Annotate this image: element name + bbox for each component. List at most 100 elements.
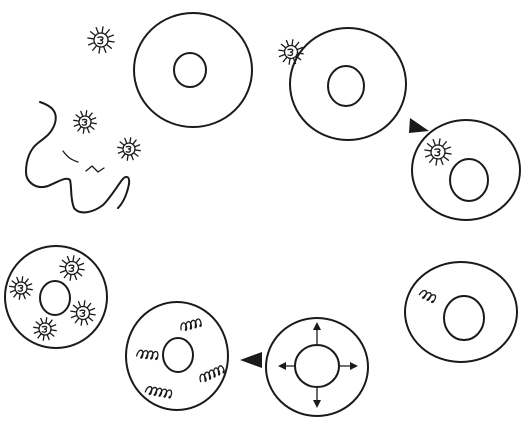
virus-spike <box>135 150 140 151</box>
cell-membrane <box>290 28 406 140</box>
virus-spike <box>445 153 451 154</box>
cell-nucleus <box>444 296 484 340</box>
virus-particle <box>10 277 33 300</box>
virus-genome <box>42 326 46 332</box>
tissue-outline <box>26 102 129 212</box>
virus-particle <box>60 256 84 280</box>
virus-spike <box>89 43 95 45</box>
virus-spike <box>46 318 47 323</box>
virus-spike <box>61 270 66 272</box>
virus-spike <box>76 258 80 263</box>
virus-spike <box>23 294 25 299</box>
virus-spike <box>77 272 82 276</box>
virus-spike <box>71 311 77 312</box>
virus-spike <box>441 159 443 165</box>
tissue-fragment <box>86 166 104 172</box>
cell-nucleus <box>328 66 364 106</box>
virus-spike <box>64 273 68 278</box>
virus-spike <box>19 294 20 299</box>
virus-spike <box>70 274 71 280</box>
virus-spike <box>27 289 32 290</box>
virus-spike <box>426 155 432 157</box>
virus-spike <box>91 32 96 36</box>
virus-spike <box>443 156 448 160</box>
virus-spike <box>105 30 109 35</box>
virus-spike <box>279 50 285 51</box>
virus-spike <box>283 57 287 62</box>
virus-spike <box>36 322 40 325</box>
virus-spike <box>78 127 81 131</box>
virus-spike <box>125 138 127 143</box>
virus-genome <box>435 149 440 156</box>
virus-spike <box>34 327 39 328</box>
virus-genome <box>80 310 85 316</box>
virus-spike <box>425 150 431 151</box>
virus-spike <box>25 279 28 283</box>
virus-spike <box>88 317 93 321</box>
virus-spike <box>286 41 288 46</box>
virus-spike <box>281 44 286 48</box>
cell-membrane <box>5 246 107 348</box>
virus-spike <box>81 319 82 325</box>
virus-spike <box>89 308 94 310</box>
virus-spike <box>50 333 54 336</box>
arrow-head <box>409 118 429 133</box>
virus-spike <box>74 274 76 279</box>
virus-spike <box>73 256 74 262</box>
virus-spike <box>10 290 15 292</box>
cell-dna-integration <box>405 262 517 362</box>
virus-spike <box>78 263 83 265</box>
expansion-arrows <box>278 322 358 408</box>
arrow-head <box>240 352 262 368</box>
virus-spike <box>27 284 32 286</box>
virus-spike <box>120 142 124 145</box>
virus-spike <box>75 318 79 323</box>
virus-spike <box>83 128 84 133</box>
virus-spike <box>91 123 96 124</box>
virus-genome <box>126 146 130 152</box>
virus-spike <box>34 331 39 333</box>
virus-spike <box>88 38 94 39</box>
virus-particle <box>71 301 95 325</box>
virus-spike <box>442 142 446 147</box>
virus-spike <box>22 277 23 282</box>
virus-spike <box>131 155 133 160</box>
virus-genome <box>288 49 293 55</box>
virus-spike <box>76 115 80 118</box>
virus-spike <box>295 42 299 47</box>
dna-coil <box>145 386 172 398</box>
virus-spike <box>47 335 49 340</box>
virus-spike <box>91 118 96 120</box>
virus-spike <box>12 281 16 284</box>
virus-spike <box>108 35 114 37</box>
virus-spike <box>104 47 106 53</box>
dna-coils <box>136 289 436 398</box>
virus-spike <box>87 128 89 133</box>
virus-spike <box>26 292 30 295</box>
virus-spike <box>134 153 138 156</box>
virus-spike <box>74 120 79 121</box>
virus-spike <box>289 58 290 64</box>
virus-spike <box>93 45 97 50</box>
virus-genome <box>98 37 103 44</box>
virus-spike <box>436 159 437 165</box>
virus-spike <box>51 325 56 327</box>
virus-spike <box>108 41 114 42</box>
dna-coil <box>198 365 225 383</box>
virus-spike <box>90 126 94 129</box>
virus-particle <box>88 27 114 53</box>
virus-spike <box>118 147 123 148</box>
virus-spike <box>14 293 17 297</box>
dna-coil <box>419 289 437 303</box>
virus-spike <box>118 151 123 153</box>
virus-spike <box>106 44 111 48</box>
virus-spike <box>38 334 41 338</box>
virus-spike <box>135 145 140 147</box>
virus-spike <box>439 139 440 145</box>
virus-particle <box>118 138 141 161</box>
virus-spike <box>43 335 44 340</box>
virus-spike <box>49 320 52 324</box>
cell-nucleus <box>40 281 70 315</box>
virus-spike <box>81 111 83 116</box>
